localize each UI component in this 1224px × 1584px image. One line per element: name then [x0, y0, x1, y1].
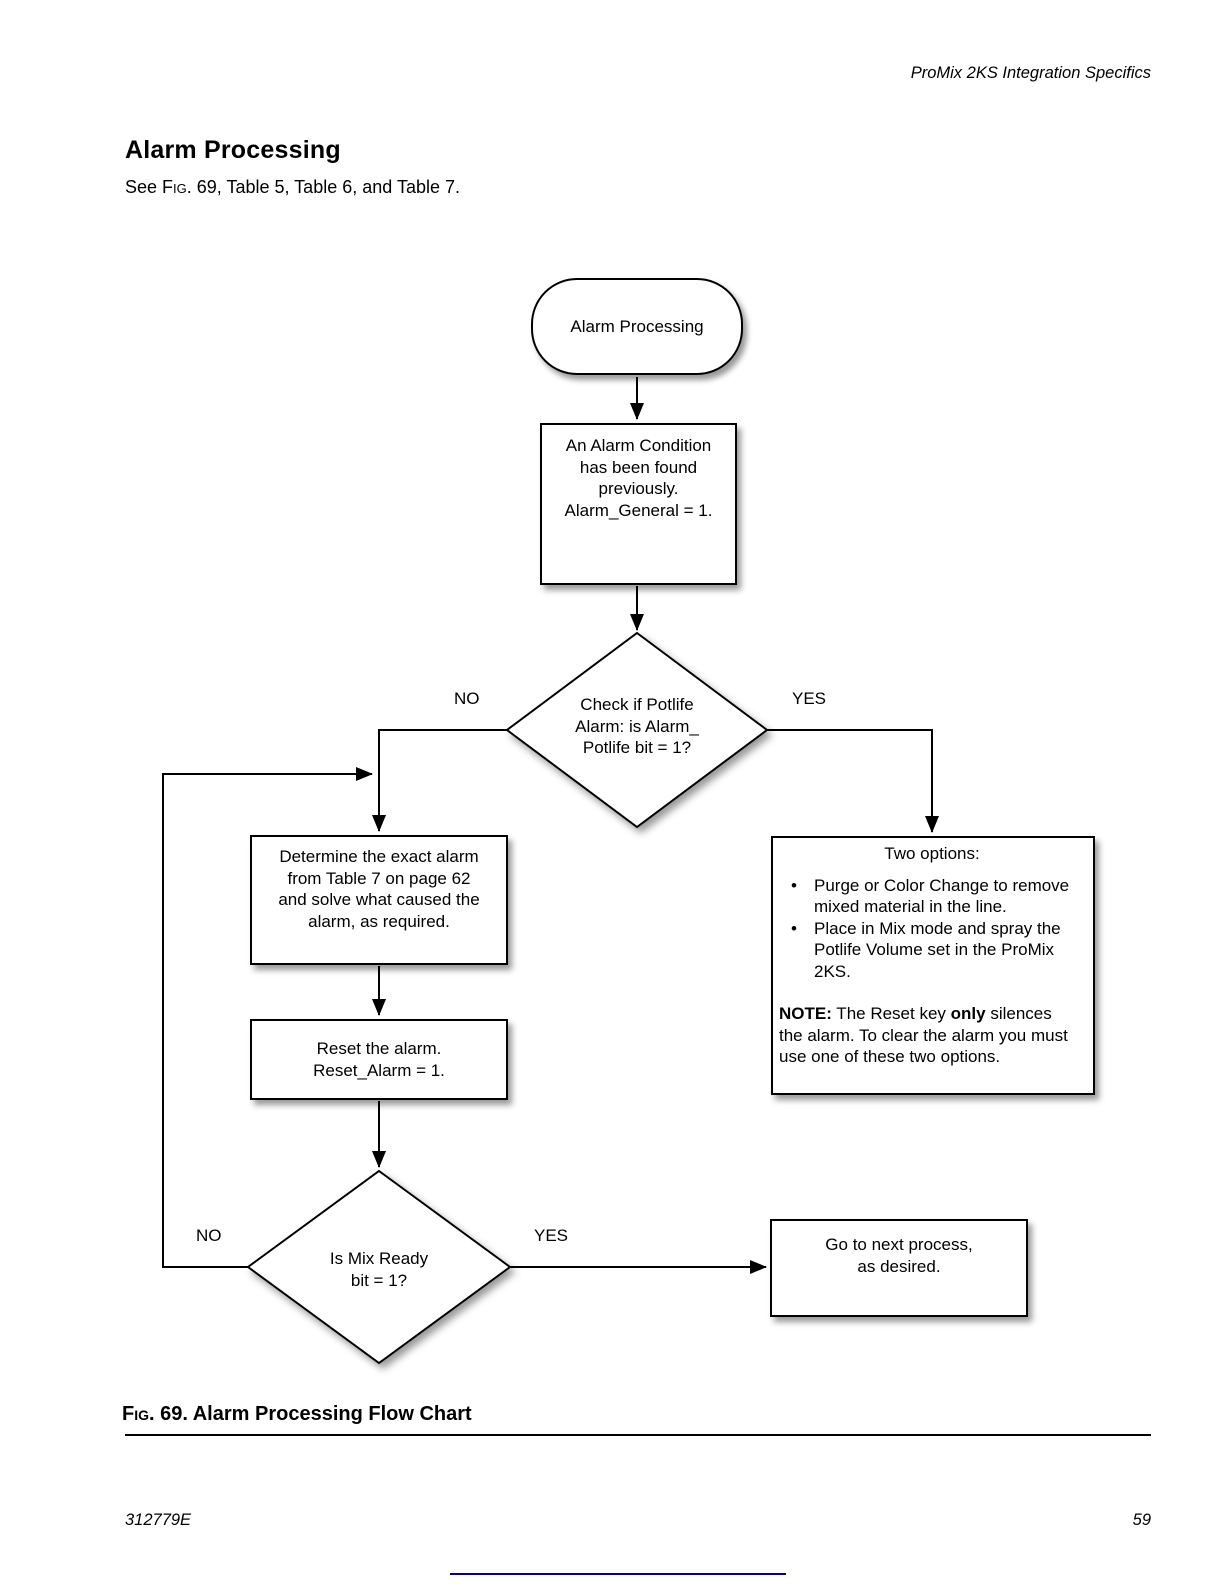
- connector-mixready-no-loopback: [162, 767, 373, 1268]
- intro-text: See Fig. 69, Table 5, Table 6, and Table…: [125, 177, 460, 197]
- mix-ready-decision-diamond: [246, 1169, 512, 1365]
- bullet-icon: •: [791, 875, 797, 895]
- mix-ready-no-label: NO: [196, 1226, 222, 1245]
- footer-page-number: 59: [1132, 1511, 1151, 1529]
- potlife-decision-diamond: [505, 631, 769, 829]
- go-next-process-text: Go to next process,as desired.: [825, 1235, 973, 1276]
- start-terminator-label: Alarm Processing: [570, 316, 704, 336]
- bottom-blue-line: [450, 1573, 786, 1575]
- go-next-process-box: Go to next process,as desired.: [770, 1219, 1028, 1317]
- page-header: ProMix 2KS Integration Specifics: [910, 64, 1151, 82]
- potlife-yes-label: YES: [792, 689, 827, 708]
- connector-potlife-no-to-determine: [372, 729, 507, 832]
- two-options-heading: Two options:: [884, 844, 980, 863]
- reset-alarm-box: Reset the alarm.Reset_Alarm = 1.: [250, 1019, 508, 1100]
- bullet-icon: •: [791, 918, 797, 938]
- figure-caption: Fig. 69. Alarm Processing Flow Chart: [122, 1403, 472, 1425]
- footer-document-number: 312779E: [125, 1511, 192, 1529]
- two-options-box: Two options: •Purge or Color Change to r…: [771, 836, 1095, 1095]
- mix-ready-yes-label: YES: [534, 1226, 569, 1245]
- potlife-no-label: NO: [454, 689, 480, 708]
- two-options-note: NOTE: The Reset key only silences the al…: [779, 1004, 1068, 1066]
- caption-rule: [125, 1434, 1151, 1436]
- start-terminator: Alarm Processing: [531, 278, 743, 375]
- page-title: Alarm Processing: [125, 136, 341, 164]
- connector-potlife-yes-to-two-options: [767, 729, 939, 833]
- reset-alarm-text: Reset the alarm.Reset_Alarm = 1.: [313, 1039, 445, 1080]
